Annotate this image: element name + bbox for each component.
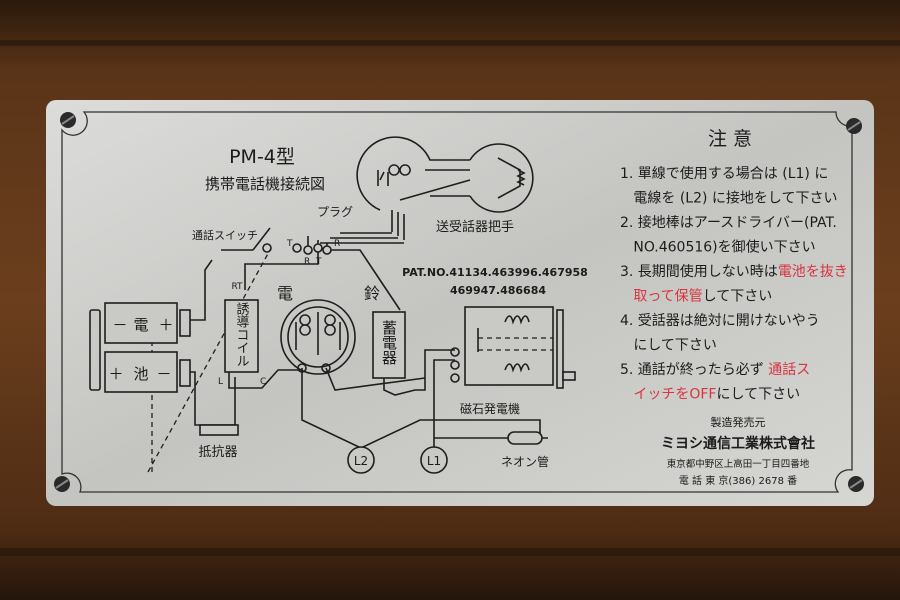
battery-plus: ＋ <box>108 365 123 383</box>
screw-icon <box>846 118 862 134</box>
maker-label: 製造発売元 <box>711 415 766 429</box>
note-segment: 取って保管 <box>633 289 702 305</box>
notes-heading: 注 意 <box>708 128 752 150</box>
bell-label-1: 電 <box>277 284 293 303</box>
neon-label: ネオン管 <box>501 454 549 469</box>
note-line: にして下さい <box>620 338 717 354</box>
resistor-label: 抵抗器 <box>198 445 237 460</box>
battery-minus: － <box>156 365 171 383</box>
company-name: ミヨシ通信工業株式會社 <box>661 435 815 452</box>
note-line: イッチをOFFにして下さい <box>620 387 800 403</box>
note-segment: にして下さい <box>620 338 717 354</box>
t-label: T <box>286 239 293 249</box>
model-title: PM-4型 <box>229 146 295 168</box>
note-segment: して下さい <box>703 289 773 305</box>
call-switch-label: 通話スイッチ <box>192 228 258 242</box>
note-segment: 3. 長期間使用しない時は <box>620 263 778 280</box>
wood-groove <box>0 548 900 556</box>
r-label-2: R <box>334 239 340 249</box>
note-segment: 電池を抜き <box>778 264 848 280</box>
terminal-l2 <box>347 446 375 474</box>
induction-coil <box>224 299 259 373</box>
note-segment: 2. 接地棒はアースドライバー(PAT. <box>620 214 837 231</box>
note-line: 電線を (L2) に接地をして下さい <box>620 190 837 207</box>
capacitor-label: 蓄電器 <box>380 320 398 365</box>
coil-c-label: C <box>260 377 266 387</box>
patent-line-1: PAT.NO.41134.463996.467958 <box>402 266 588 279</box>
battery-plus: ＋ <box>158 316 173 334</box>
terminal-l2-label: L2 <box>354 454 368 468</box>
patent-line-2: 469947.486684 <box>450 284 546 297</box>
note-segment: 5. 通話が終ったら必ず <box>620 361 768 378</box>
diagram-title: 携帯電話機接続図 <box>205 175 325 193</box>
screw-icon <box>54 476 70 492</box>
company-address: 東京都中野区上高田一丁目四番地 <box>667 458 810 470</box>
capacitor <box>372 311 406 379</box>
note-segment: 1. 單線で使用する場合は <box>620 165 782 182</box>
circled-terminal-ref: (L2) <box>680 191 708 207</box>
circled-terminal-ref: (L1) <box>782 166 810 182</box>
handset-drawing <box>356 136 534 240</box>
note-line: 取って保管して下さい <box>620 289 772 305</box>
notes-list: 1. 單線で使用する場合は (L1) に 電線を (L2) に接地をして下さい 2… <box>620 165 848 403</box>
wood-groove <box>0 40 900 46</box>
note-line: 5. 通話が終ったら必ず 通話ス <box>620 361 810 378</box>
note-segment: 4. 受話器は絶対に開けないやう <box>620 312 820 329</box>
screw-icon <box>60 112 76 128</box>
note-segment <box>620 387 633 403</box>
plug-label: プラグ <box>317 205 353 219</box>
note-segment: にして下さい <box>716 387 800 403</box>
resistor <box>199 424 239 436</box>
note-segment <box>620 289 633 305</box>
note-segment: に接地をして下さい <box>707 190 837 207</box>
rt-label: RT <box>231 282 243 292</box>
screw-icon <box>848 476 864 492</box>
terminal-l1 <box>420 446 448 474</box>
terminal-l1-label: L1 <box>427 454 441 468</box>
bell-label-2: 鈴 <box>364 284 380 303</box>
t-label-2: T <box>315 257 322 267</box>
company-phone: 電 話 東 京(386) 2678 番 <box>679 474 797 487</box>
note-segment: 電線を <box>620 191 680 207</box>
note-line: 2. 接地棒はアースドライバー(PAT. <box>620 214 837 231</box>
battery-label: 池 <box>133 365 148 383</box>
bell-drawing <box>280 299 356 375</box>
wiring <box>147 227 548 473</box>
induction-coil-label: 誘導コイル <box>234 302 250 367</box>
note-line: 3. 長期間使用しない時は電池を抜き <box>620 263 848 280</box>
magneto-drawing <box>450 306 576 389</box>
coil-l-label: L <box>218 377 223 387</box>
note-segment: イッチをOFF <box>633 387 716 403</box>
note-segment: に <box>810 166 828 182</box>
neon-tube <box>507 431 543 445</box>
metal-plate <box>46 100 874 506</box>
note-line: 4. 受話器は絶対に開けないやう <box>620 312 820 329</box>
magneto-label: 磁石発電機 <box>460 401 520 416</box>
note-line: 1. 單線で使用する場合は (L1) に <box>620 165 828 182</box>
note-segment: NO.460516)を御使い下さい <box>620 239 816 256</box>
note-segment: 通話ス <box>768 361 810 378</box>
handset-label: 送受話器把手 <box>436 219 514 235</box>
battery-minus: － <box>112 316 127 334</box>
battery <box>89 302 191 393</box>
r-label: R <box>304 257 310 267</box>
battery-label: 電 <box>133 316 148 334</box>
note-line: NO.460516)を御使い下さい <box>620 239 816 256</box>
